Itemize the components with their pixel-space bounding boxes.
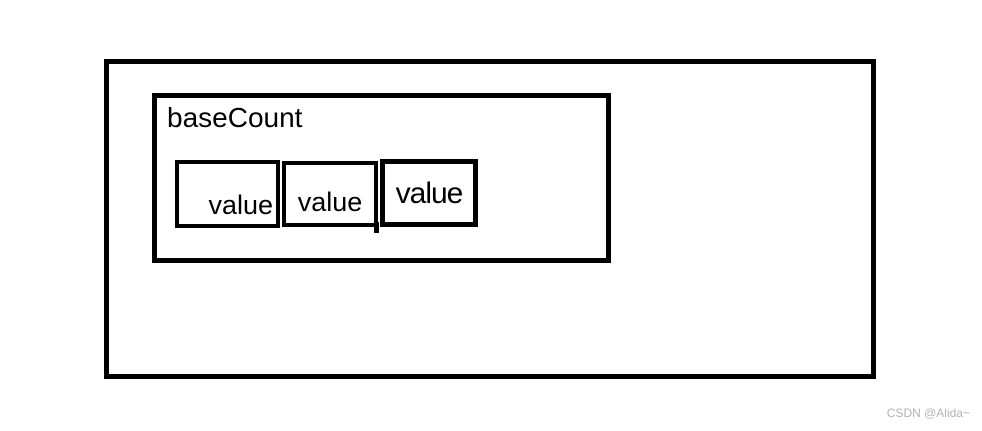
basecount-box: baseCount value value value [152,93,611,263]
value-cell-3-label: value [395,177,464,210]
value-cell-2-label: value [297,187,363,217]
value-cell-1: value [175,160,280,228]
cell-divider-tick [374,222,379,233]
value-cell-2: value [282,161,378,227]
value-cell-1-label: value [208,190,273,220]
basecount-label: baseCount [167,102,303,133]
value-cell-3: value [380,159,478,227]
watermark: CSDN @Alida~ [886,406,970,420]
outer-object-box: baseCount value value value [104,59,876,379]
